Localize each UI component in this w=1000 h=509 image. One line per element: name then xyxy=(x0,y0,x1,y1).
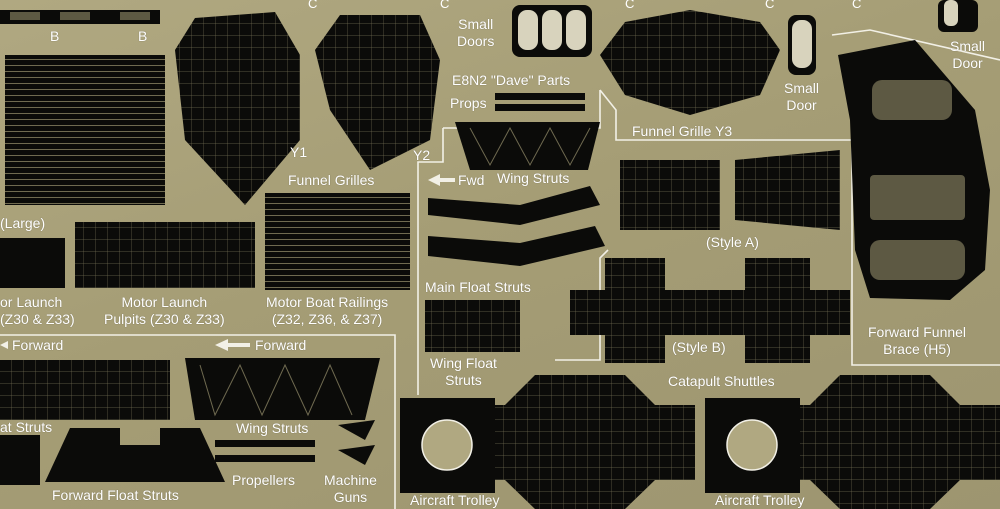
label-motor-launch-left: or Launch(Z30 & Z33) xyxy=(0,294,75,327)
label-fwd: Fwd xyxy=(458,172,485,188)
label-forward-left: Forward xyxy=(12,337,64,353)
label-b-1: B xyxy=(50,28,60,44)
wing-struts-bottom-part xyxy=(185,358,380,420)
catapult-shuttle-b1 xyxy=(605,258,665,363)
funnel-grille-y3 xyxy=(600,10,780,115)
machine-guns-part xyxy=(338,420,375,465)
marker-c: C xyxy=(852,0,862,11)
wing-float-struts-part xyxy=(425,300,520,352)
label-forward-mid: Forward xyxy=(255,337,307,353)
props-part xyxy=(495,93,585,100)
catapult-shuttle-a1 xyxy=(620,160,720,230)
label-style-a: (Style A) xyxy=(706,234,759,250)
catapult-shuttle-b2 xyxy=(745,258,810,363)
marker-c: C xyxy=(440,0,450,11)
label-b-2: B xyxy=(138,28,148,44)
label-wing-struts-top: Wing Struts xyxy=(497,170,570,186)
aircraft-trolley-1 xyxy=(400,375,695,509)
label-large: (Large) xyxy=(0,215,46,231)
label-aircraft-trolley-1: Aircraft Trolley xyxy=(410,492,500,508)
float-strut-stub xyxy=(0,435,40,485)
brace-cutouts xyxy=(870,80,965,280)
label-wing-struts-bottom: Wing Struts xyxy=(236,420,309,436)
label-e8n2-parts: E8N2 "Dave" Parts xyxy=(452,72,571,88)
float-struts-part xyxy=(0,360,170,420)
marker-c: C xyxy=(308,0,318,11)
main-float-strut-1 xyxy=(428,186,600,225)
catapult-shuttle-a2 xyxy=(735,150,840,230)
propeller-part xyxy=(215,455,315,462)
label-motor-boat-railings: Motor Boat Railings(Z32, Z36, & Z37) xyxy=(266,294,389,327)
forward-float-struts-part xyxy=(45,428,225,482)
marker-c: C xyxy=(765,0,775,11)
label-style-b: (Style B) xyxy=(672,339,726,355)
direction-arrows xyxy=(0,174,455,351)
label-propellers: Propellers xyxy=(232,472,296,488)
funnel-grille-y1 xyxy=(175,12,300,205)
label-aircraft-trolley-2: Aircraft Trolley xyxy=(715,492,805,508)
wing-struts-top-part xyxy=(455,122,600,170)
main-float-strut-2 xyxy=(428,226,605,266)
label-y1: Y1 xyxy=(290,144,308,160)
label-catapult-shuttles: Catapult Shuttles xyxy=(668,373,775,389)
motor-boat-railings-part xyxy=(265,193,410,290)
funnel-grille-y2 xyxy=(315,15,440,170)
rail-parts-block xyxy=(5,55,165,205)
propeller-part xyxy=(215,440,315,447)
label-at-struts: at Struts xyxy=(0,419,53,435)
label-forward-float-struts: Forward Float Struts xyxy=(52,487,179,503)
top-strip-parts xyxy=(0,10,160,24)
label-y2: Y2 xyxy=(413,147,431,163)
aircraft-trolley-2 xyxy=(705,375,1000,509)
motor-launch-pulpits-part xyxy=(75,222,255,288)
label-main-float-struts: Main Float Struts xyxy=(425,279,531,295)
marker-c: C xyxy=(625,0,635,11)
motor-launch-part xyxy=(0,238,65,288)
label-funnel-grille-y3: Funnel Grille Y3 xyxy=(632,123,733,139)
props-part xyxy=(495,104,585,111)
label-funnel-grilles: Funnel Grilles xyxy=(288,172,375,188)
label-props: Props xyxy=(450,95,487,111)
small-doors-parts xyxy=(512,0,978,75)
